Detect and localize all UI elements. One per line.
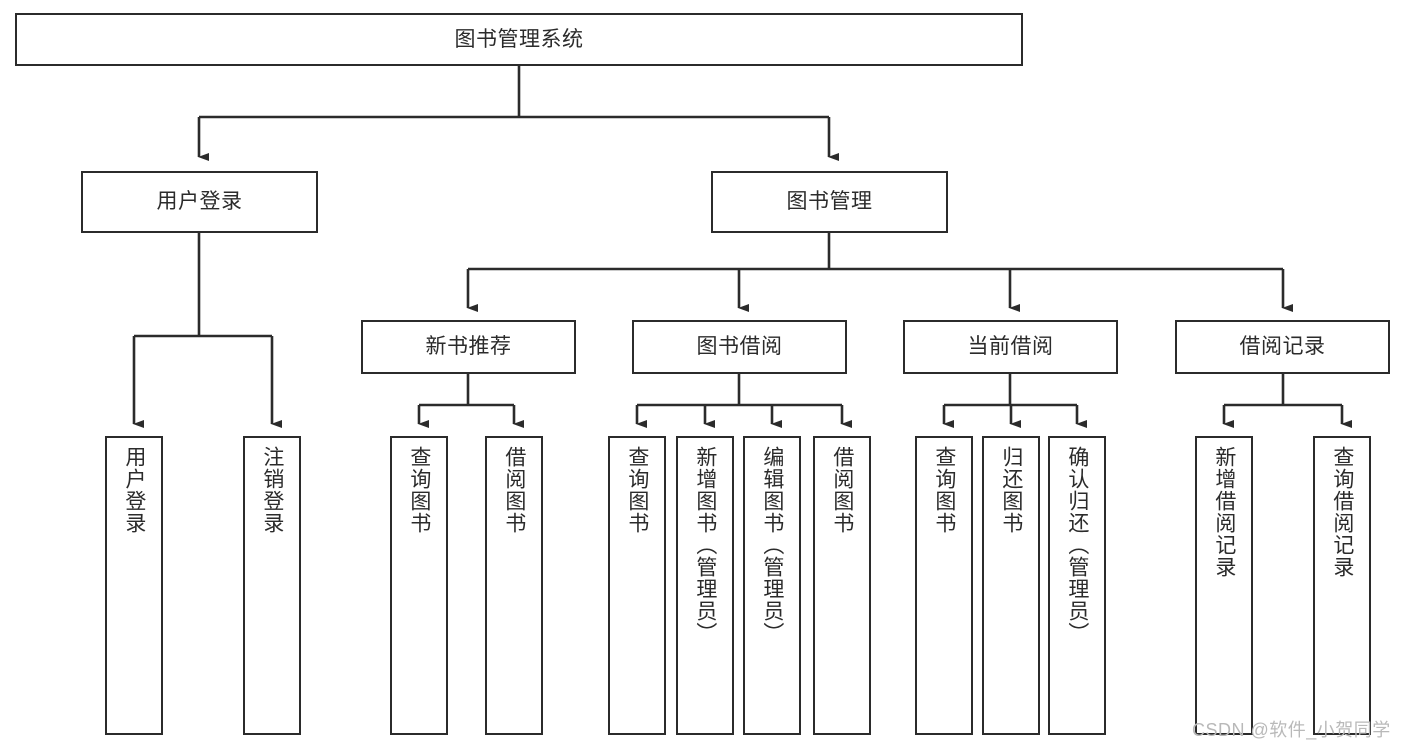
node-book-manage-label: 图书管理: [786, 190, 873, 214]
node-leaf-borrow-book-1-label: 借阅图书: [502, 446, 526, 534]
node-leaf-return-book[interactable]: 归还图书: [982, 436, 1040, 735]
node-leaf-borrow-book-1[interactable]: 借阅图书: [485, 436, 543, 735]
node-current-borrow[interactable]: 当前借阅: [903, 320, 1118, 374]
node-leaf-add-record-label: 新增借阅记录: [1212, 446, 1236, 578]
node-leaf-query-book-1-label: 查询图书: [407, 446, 431, 534]
node-leaf-query-book-2-label: 查询图书: [625, 446, 649, 534]
node-leaf-add-book-label: 新增图书（管理员）: [693, 446, 717, 644]
node-leaf-add-record[interactable]: 新增借阅记录: [1195, 436, 1253, 735]
node-user-login-label: 用户登录: [156, 190, 243, 214]
node-current-borrow-label: 当前借阅: [967, 335, 1054, 359]
node-leaf-borrow-book-2[interactable]: 借阅图书: [813, 436, 871, 735]
node-leaf-borrow-book-2-label: 借阅图书: [830, 446, 854, 534]
node-leaf-query-record-label: 查询借阅记录: [1330, 446, 1354, 578]
node-leaf-return-book-label: 归还图书: [999, 446, 1023, 534]
node-leaf-query-book-2[interactable]: 查询图书: [608, 436, 666, 735]
node-new-book-recommend-label: 新书推荐: [425, 335, 512, 359]
node-leaf-confirm-return-label: 确认归还（管理员）: [1065, 446, 1089, 644]
node-book-borrow[interactable]: 图书借阅: [632, 320, 847, 374]
node-leaf-user-login-label: 用户登录: [122, 446, 146, 534]
node-leaf-edit-book[interactable]: 编辑图书（管理员）: [743, 436, 801, 735]
csdn-watermark: CSDN @软件_小贺同学: [1192, 720, 1391, 740]
node-leaf-add-book[interactable]: 新增图书（管理员）: [676, 436, 734, 735]
node-root[interactable]: 图书管理系统: [15, 13, 1023, 66]
node-leaf-query-book-3-label: 查询图书: [932, 446, 956, 534]
node-borrow-record[interactable]: 借阅记录: [1175, 320, 1390, 374]
node-book-manage[interactable]: 图书管理: [711, 171, 948, 233]
node-leaf-edit-book-label: 编辑图书（管理员）: [760, 446, 784, 644]
node-leaf-logout-label: 注销登录: [260, 446, 284, 534]
node-root-label: 图书管理系统: [454, 27, 584, 51]
node-leaf-query-book-3[interactable]: 查询图书: [915, 436, 973, 735]
node-book-borrow-label: 图书借阅: [696, 335, 783, 359]
node-leaf-logout[interactable]: 注销登录: [243, 436, 301, 735]
node-leaf-query-record[interactable]: 查询借阅记录: [1313, 436, 1371, 735]
node-borrow-record-label: 借阅记录: [1239, 335, 1326, 359]
node-leaf-confirm-return[interactable]: 确认归还（管理员）: [1048, 436, 1106, 735]
node-new-book-recommend[interactable]: 新书推荐: [361, 320, 576, 374]
node-user-login[interactable]: 用户登录: [81, 171, 318, 233]
node-leaf-user-login[interactable]: 用户登录: [105, 436, 163, 735]
node-leaf-query-book-1[interactable]: 查询图书: [390, 436, 448, 735]
